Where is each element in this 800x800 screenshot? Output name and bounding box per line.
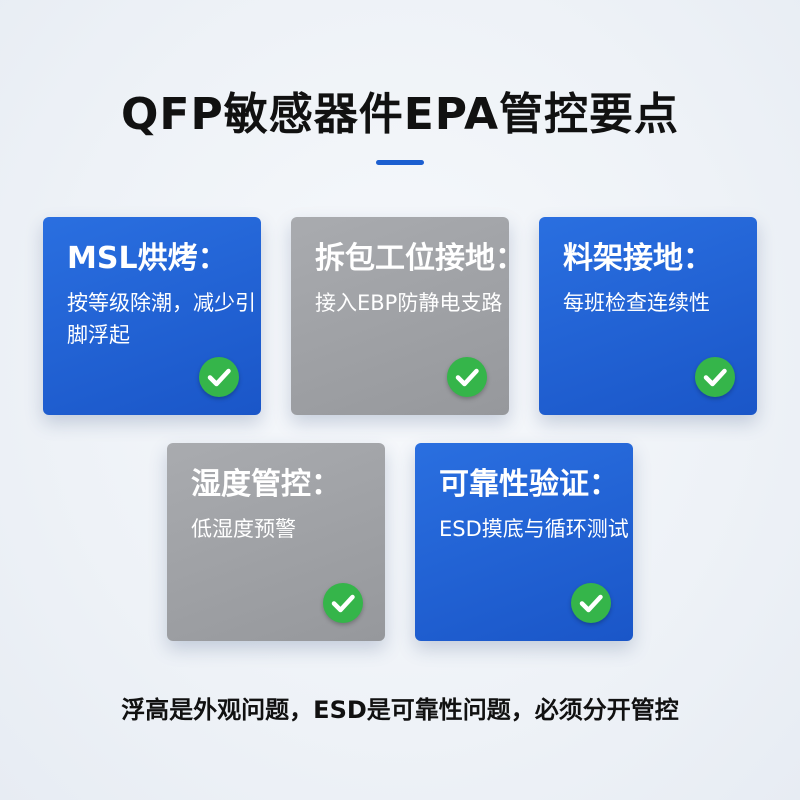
page-title: QFP敏感器件EPA管控要点 (120, 89, 680, 140)
card-title: 可靠性验证： (439, 467, 619, 502)
title-underline (376, 160, 424, 165)
check-circle-icon (199, 357, 239, 397)
card-body: ESD摸底与循环测试 (439, 517, 629, 541)
card-rack-grounding: 料架接地： 每班检查连续性 (539, 217, 757, 415)
check-circle-icon (323, 583, 363, 623)
card-title: MSL烘烤： (67, 241, 228, 276)
card-title: 料架接地： (563, 241, 713, 276)
card-body: 接入EBP防静电支路 (315, 291, 503, 315)
card-body: 低湿度预警 (191, 517, 296, 541)
check-circle-icon (695, 357, 735, 397)
card-humidity-control: 湿度管控： 低湿度预警 (167, 443, 385, 641)
card-body: 按等级除潮，减少引脚浮起 (67, 291, 256, 347)
card-body: 每班检查连续性 (563, 291, 710, 315)
check-circle-icon (447, 357, 487, 397)
footer-note: 浮高是外观问题，ESD是可靠性问题，必须分开管控 (121, 696, 679, 724)
card-title: 湿度管控： (191, 467, 341, 502)
card-title: 拆包工位接地： (315, 241, 525, 276)
card-unpacking-grounding: 拆包工位接地： 接入EBP防静电支路 (291, 217, 525, 415)
card-reliability-verification: 可靠性验证： ESD摸底与循环测试 (415, 443, 633, 641)
check-circle-icon (571, 583, 611, 623)
card-msl-baking: MSL烘烤： 按等级除潮，减少引脚浮起 (43, 217, 261, 415)
